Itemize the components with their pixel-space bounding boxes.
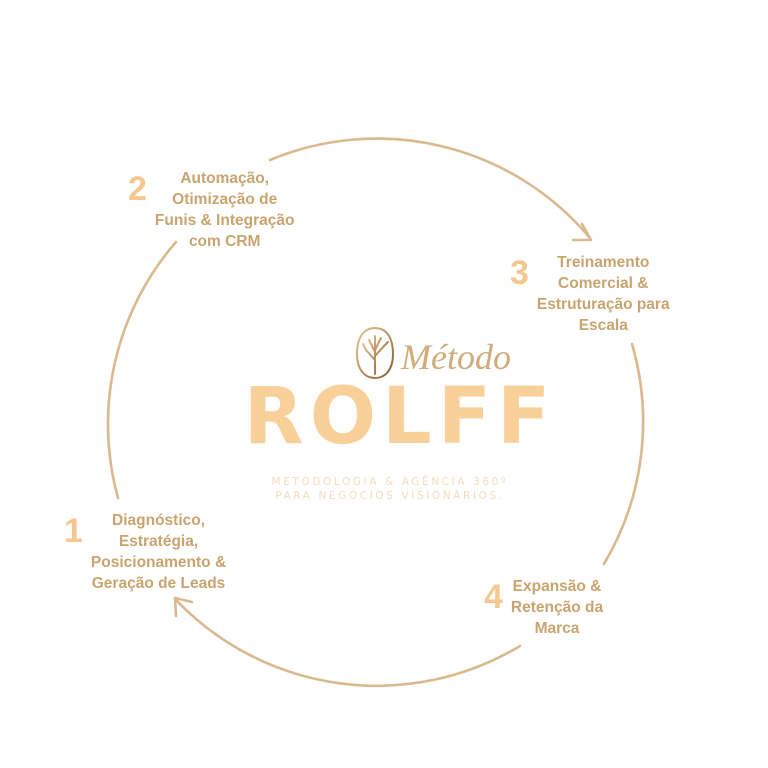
step-label-line: com CRM xyxy=(188,233,261,250)
arc-2-to-3 xyxy=(268,137,592,240)
step-label-line: Diagnóstico, xyxy=(112,512,206,529)
step-3: 3 Treinamento Comercial & Estruturação p… xyxy=(510,252,670,336)
step-label-line: Geração de Leads xyxy=(91,575,226,592)
brand-wordmark: ROLFF xyxy=(243,372,557,462)
metodo-script-text: Método xyxy=(401,337,511,377)
step-label-line: Otimização de xyxy=(172,191,278,208)
step-2: 2 Automação, Otimização de Funis & Integ… xyxy=(128,168,294,252)
step-number: 3 xyxy=(510,254,529,292)
step-label-line: Treinamento xyxy=(557,254,650,271)
step-label: Treinamento Comercial & Estruturação par… xyxy=(537,252,670,336)
step-label-line: Funis & Integração xyxy=(154,212,295,229)
step-label: Automação, Otimização de Funis & Integra… xyxy=(155,168,295,252)
step-1: 1 Diagnóstico, Estratégia, Posicionament… xyxy=(64,510,226,594)
step-label-line: Posicionamento & xyxy=(90,554,227,571)
step-label-line: Automação, xyxy=(180,170,270,187)
tree-logo-icon xyxy=(355,326,395,380)
step-label-line: Comercial & xyxy=(558,275,649,292)
step-label-line: Marca xyxy=(534,620,580,637)
arc-3-to-4 xyxy=(602,342,645,566)
step-number: 1 xyxy=(64,512,83,550)
step-number: 4 xyxy=(484,578,503,616)
step-label-line: Expansão & xyxy=(512,578,602,595)
step-label: Expansão & Retenção da Marca xyxy=(511,576,603,639)
arc-1-to-2 xyxy=(106,240,178,500)
step-label: Diagnóstico, Estratégia, Posicionamento … xyxy=(91,510,226,594)
step-label-line: Escala xyxy=(578,317,628,334)
step-number: 2 xyxy=(128,170,147,208)
step-label-line: Estratégia, xyxy=(118,533,199,550)
logo-mark-row: Método xyxy=(355,326,511,380)
tagline-line-2: PARA NEGÓCIOS VISIONÁRIOS. xyxy=(275,490,505,502)
step-label-line: Estruturação para xyxy=(536,296,670,313)
step-label-line: Retenção da xyxy=(510,599,604,616)
step-4: 4 Expansão & Retenção da Marca xyxy=(484,576,603,639)
tagline-line-1: METODOLOGIA & AGÊNCIA 360º xyxy=(271,476,509,488)
arc-4-to-1 xyxy=(174,598,522,688)
arrowhead-to-1 xyxy=(173,596,194,618)
arrowhead-to-3 xyxy=(571,222,593,242)
